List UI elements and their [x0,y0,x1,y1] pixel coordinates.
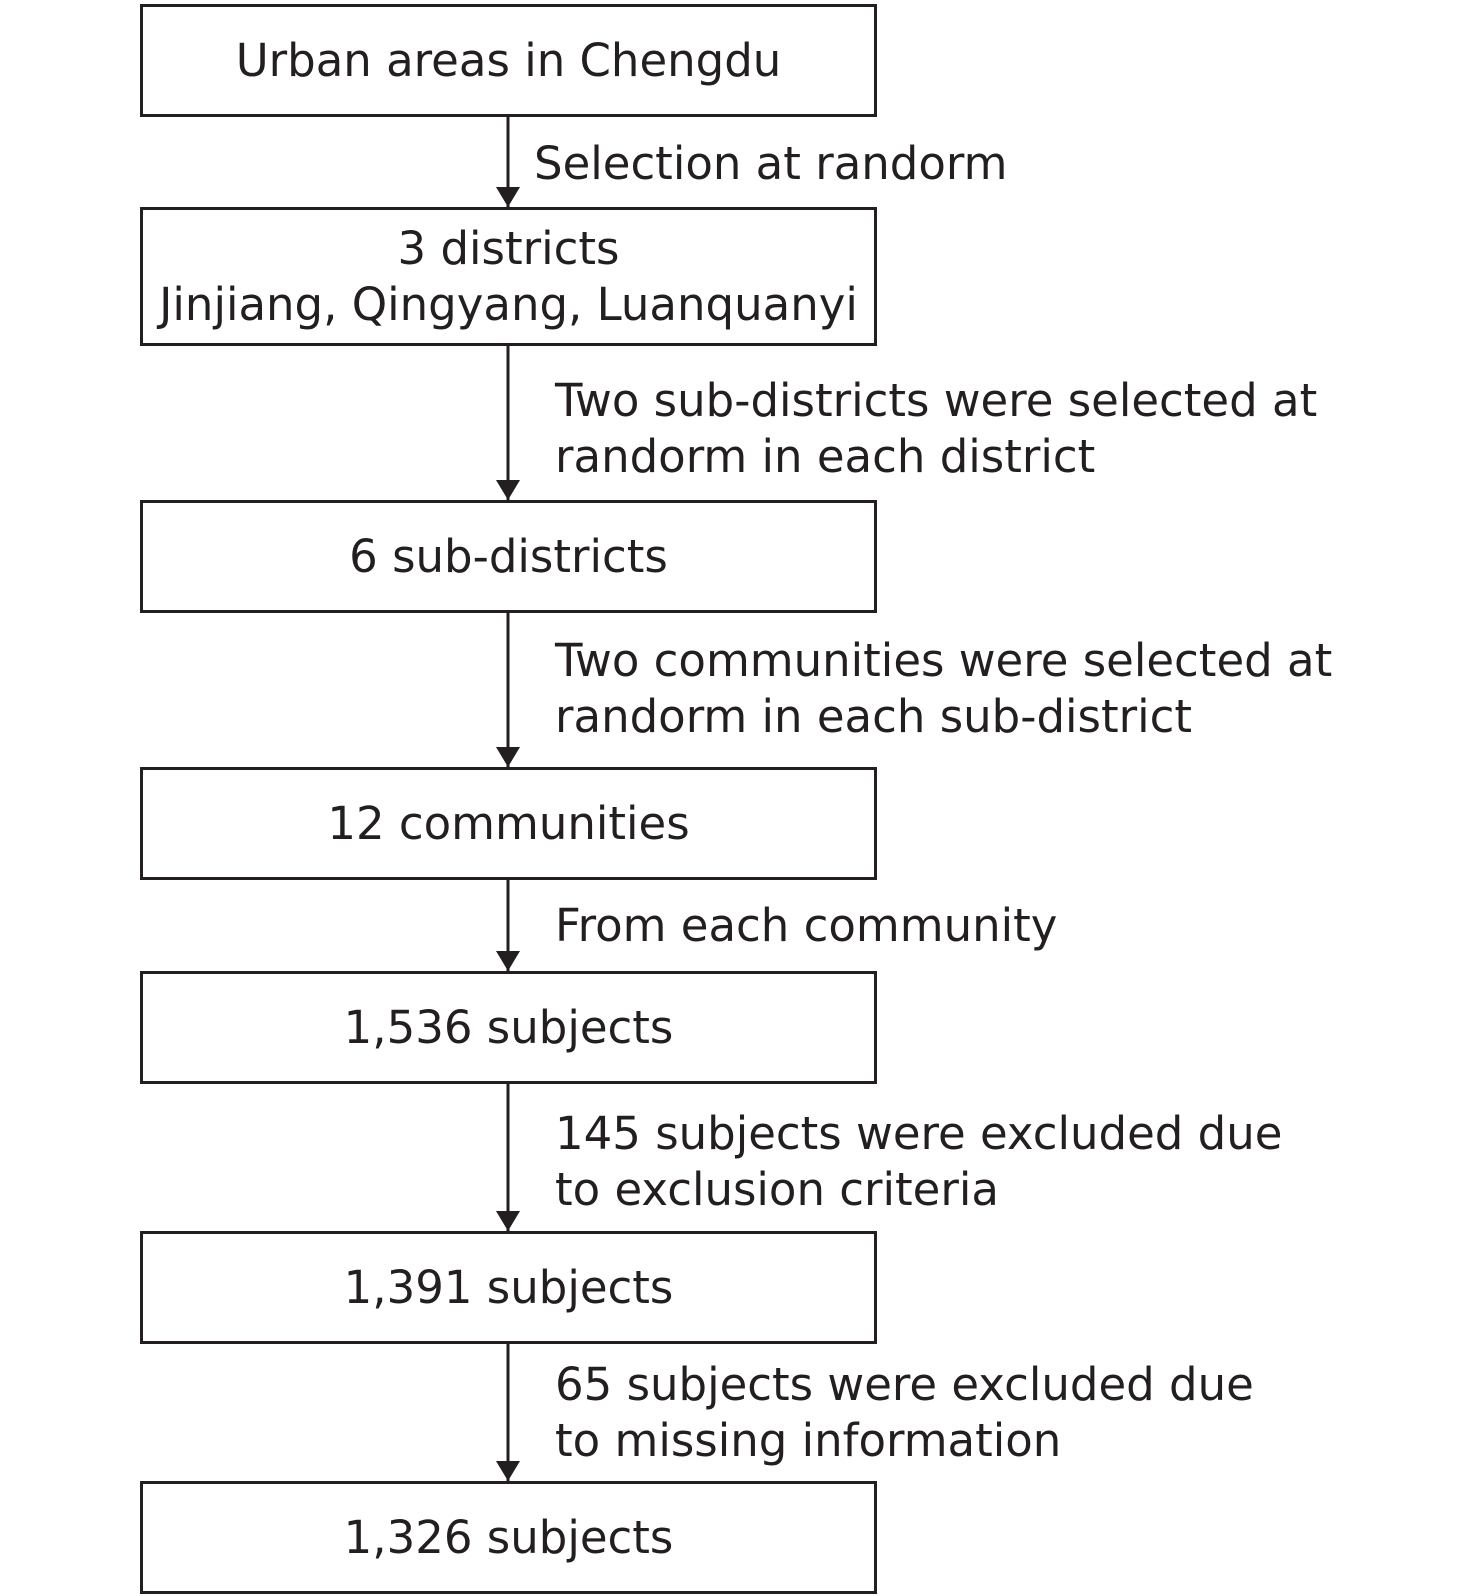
step-label-6: 65 subjects were excluded due to missing… [555,1357,1254,1469]
step-label-2: Two sub-districts were selected at rando… [555,373,1317,485]
box-text: 1,391 subjects [343,1260,674,1314]
step-text: randorm in each sub-district [555,690,1193,743]
step-text: Two sub-districts were selected at [555,374,1318,427]
box-text: Jinjiang, Qingyang, Luanquanyi [159,277,858,331]
step-text: 145 subjects were excluded due [555,1107,1283,1160]
box-communities: 12 communities [140,767,877,880]
box-text: 3 districts [397,221,620,275]
box-text: Urban areas in Chengdu [235,33,782,87]
box-subjects-initial: 1,536 subjects [140,971,877,1084]
box-text: 6 sub-districts [349,529,668,583]
step-text: to exclusion criteria [555,1163,999,1216]
box-districts: 3 districts Jinjiang, Qingyang, Luanquan… [140,207,877,346]
step-text: From each community [555,899,1058,952]
step-label-1: Selection at randorm [534,136,1007,192]
box-text: 1,326 subjects [343,1510,674,1564]
step-label-3: Two communities were selected at randorm… [555,633,1332,745]
box-subjects-after-exclusion: 1,391 subjects [140,1231,877,1344]
step-text: 65 subjects were excluded due [555,1358,1254,1411]
box-urban-areas: Urban areas in Chengdu [140,4,877,117]
box-text: 12 communities [327,796,690,850]
step-label-4: From each community [555,898,1057,954]
step-text: to missing information [555,1414,1062,1467]
box-subjects-final: 1,326 subjects [140,1481,877,1594]
box-text: 1,536 subjects [343,1000,674,1054]
step-text: Selection at randorm [534,137,1008,190]
step-text: randorm in each district [555,430,1096,483]
step-label-5: 145 subjects were excluded due to exclus… [555,1106,1282,1218]
box-sub-districts: 6 sub-districts [140,500,877,613]
step-text: Two communities were selected at [555,634,1333,687]
